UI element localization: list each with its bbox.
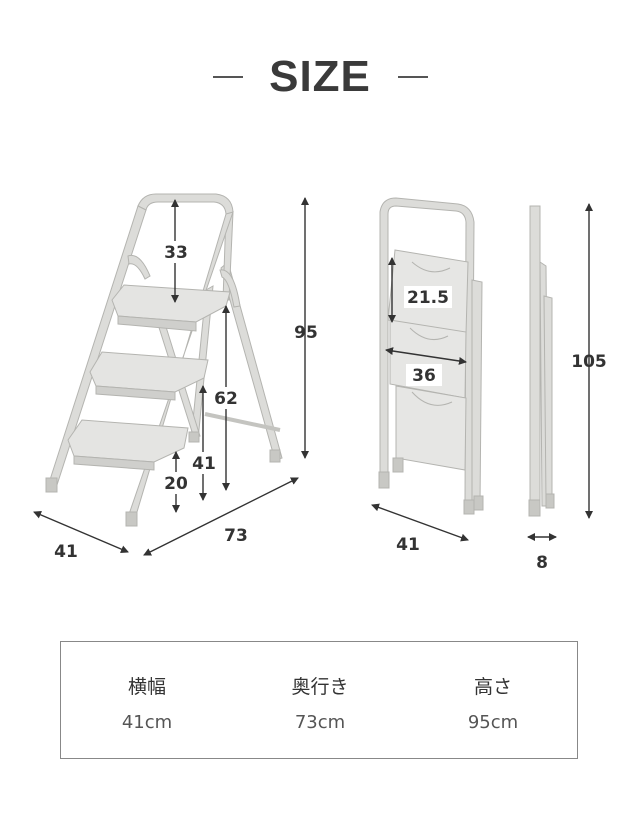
arrow-depth-73: [143, 477, 299, 556]
label-folded-width: 41: [396, 535, 420, 555]
dimension-arrows: [33, 197, 593, 556]
label-width-41: 41: [54, 542, 78, 562]
dimension-diagram: 33 95 62 41 20 41 73 21.5 36 41 105 8: [33, 193, 607, 573]
dimension-labels: 33 95 62 41 20 41 73 21.5 36 41 105 8: [54, 243, 607, 573]
arrow-folded-width-41: [371, 503, 469, 542]
spec-label: 奥行き: [291, 676, 349, 698]
spec-value: 73cm: [294, 712, 346, 733]
label-step-depth: 21.5: [407, 288, 449, 308]
label-step-width: 36: [412, 366, 436, 386]
label-backgrounds: [160, 241, 452, 494]
title-rule-right: [398, 76, 428, 78]
folded-ladder-front-illustration: [378, 197, 484, 515]
title-rule-left: [213, 76, 243, 78]
label-step-62: 62: [214, 389, 238, 409]
label-height-105: 105: [571, 352, 607, 372]
open-ladder-illustration: [45, 193, 283, 527]
label-top-gap: 33: [164, 243, 188, 263]
label-depth-73: 73: [224, 526, 248, 546]
label-height-95: 95: [294, 323, 318, 343]
spec-value: 95cm: [467, 712, 519, 733]
spec-table: 横幅 41cm 奥行き 73cm 高さ 95cm: [60, 641, 578, 759]
section-header: SIZE: [0, 52, 640, 104]
label-thickness: 8: [536, 553, 548, 573]
arrow-step-width-36: [385, 347, 467, 365]
spec-value: 41cm: [121, 712, 173, 733]
spec-label: 高さ: [473, 676, 512, 698]
page-title: SIZE: [269, 52, 371, 101]
spec-label: 横幅: [127, 676, 166, 698]
label-step-20: 20: [164, 474, 188, 494]
label-step-41: 41: [192, 454, 216, 474]
arrow-width-41: [33, 511, 129, 553]
folded-ladder-side-illustration: [528, 205, 555, 517]
